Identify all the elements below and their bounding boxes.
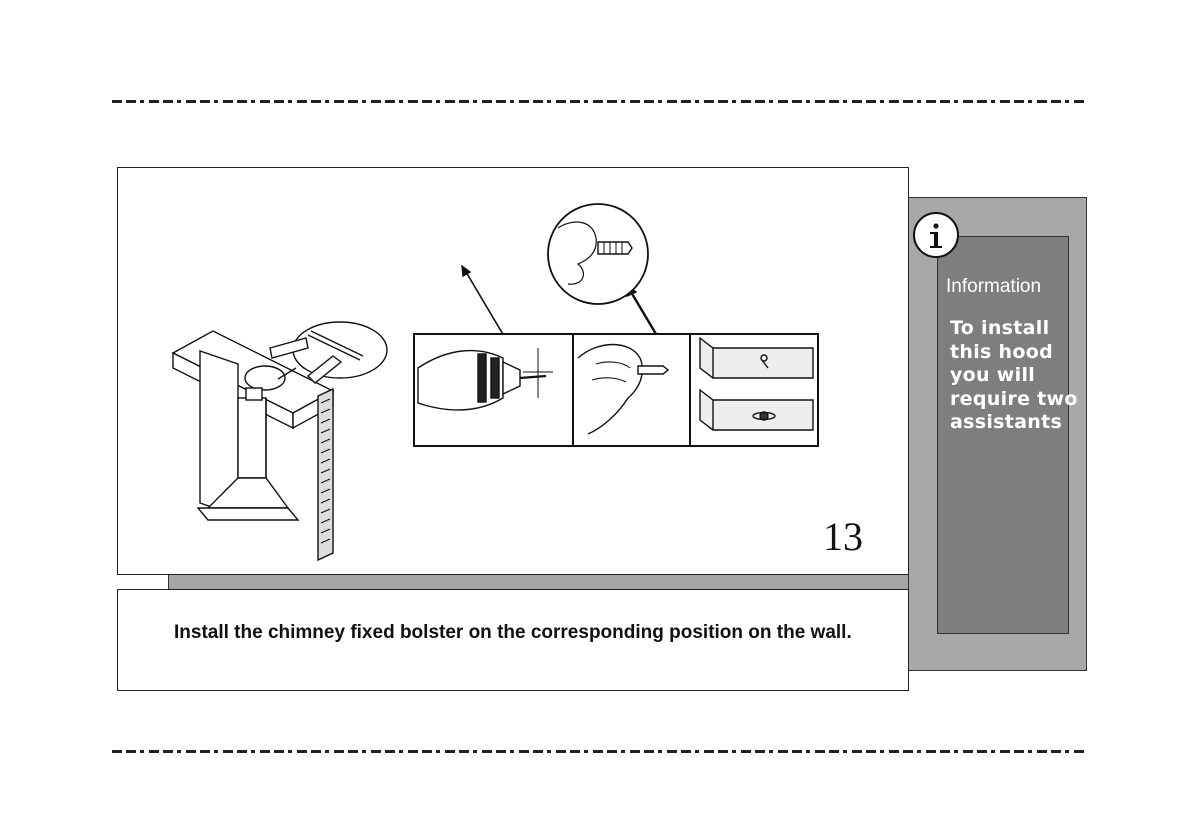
- page-number: 13: [823, 513, 863, 560]
- magnified-wall-plug-icon: [548, 204, 648, 304]
- installation-figure: 13: [117, 167, 909, 575]
- information-message: To install this hood you will require tw…: [950, 317, 1080, 435]
- instruction-text: Install the chimney fixed bolster on the…: [174, 621, 864, 644]
- info-icon: [913, 212, 959, 258]
- figure-shadow-strip: [168, 575, 911, 590]
- information-panel: Information To install this hood you wil…: [908, 197, 1087, 671]
- bottom-dashed-divider: [112, 750, 1086, 753]
- top-dashed-divider: [112, 100, 1086, 103]
- information-title: Information: [946, 276, 1041, 298]
- magnified-bracket-detail: [270, 322, 387, 383]
- range-hood-wall-illustration: [173, 331, 333, 560]
- instruction-caption: Install the chimney fixed bolster on the…: [117, 589, 909, 691]
- installation-illustration: [118, 168, 910, 576]
